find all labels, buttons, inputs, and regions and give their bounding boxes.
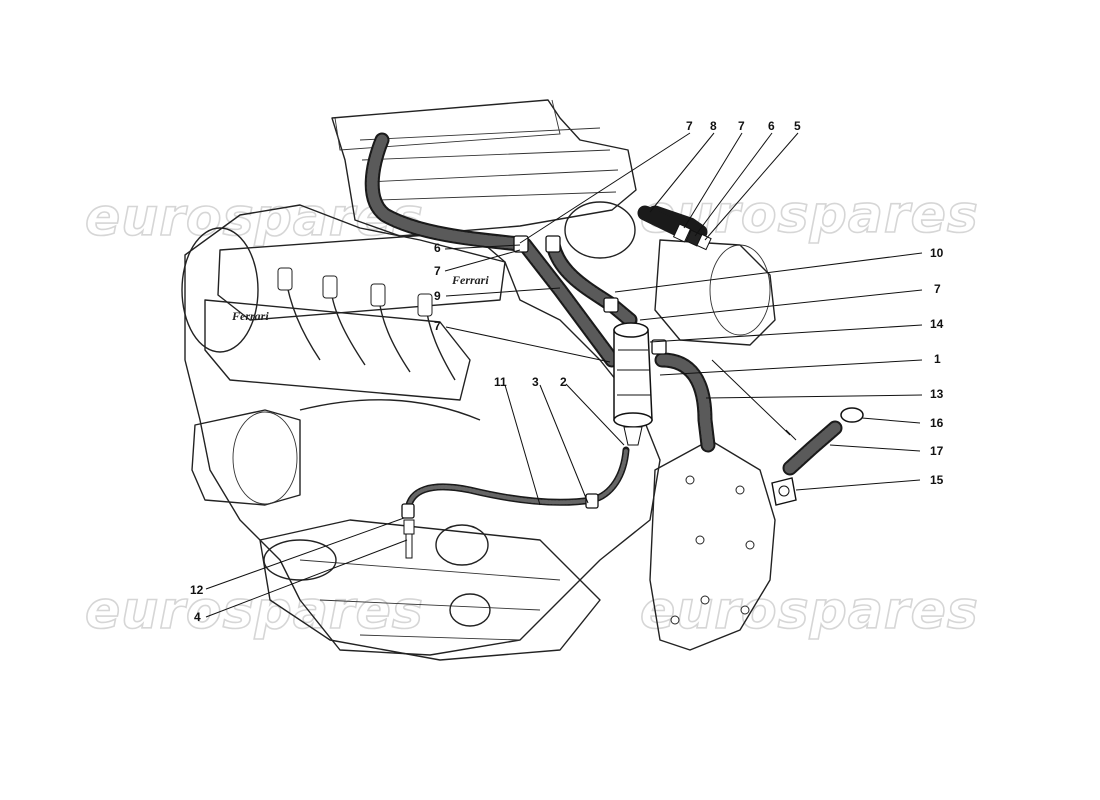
watermark-bottom-left: eurospares — [85, 581, 424, 641]
air-box-ribs — [359, 127, 619, 201]
callout-7-top: 7 — [686, 119, 693, 133]
callout-8: 8 — [710, 119, 717, 133]
exploded-parts — [771, 407, 864, 506]
gearbox-bolts — [670, 475, 755, 625]
callout-5: 5 — [794, 119, 801, 133]
spark-plug-caps — [277, 267, 433, 317]
callout-15: 15 — [930, 473, 944, 487]
callout-14: 14 — [930, 317, 944, 331]
callout-16: 16 — [930, 416, 944, 430]
engine-drawing: Ferrari Ferrari — [181, 99, 776, 661]
blowby-hoses — [364, 132, 864, 559]
gearbox — [649, 439, 776, 651]
callout-6-left: 6 — [434, 241, 441, 255]
air-box-lid — [334, 99, 561, 151]
callout-7-right: 7 — [934, 282, 941, 296]
engine-badge-front: Ferrari — [451, 273, 489, 287]
pulley — [181, 227, 259, 353]
callout-2: 2 — [560, 375, 567, 389]
callout-7-left-lower: 7 — [434, 319, 441, 333]
air-box — [331, 99, 637, 237]
callout-3: 3 — [532, 375, 539, 389]
clamp-16 — [840, 407, 864, 423]
mount-left — [263, 539, 337, 581]
oil-separator — [613, 322, 653, 446]
oil-cap — [449, 593, 491, 627]
callout-11: 11 — [494, 375, 507, 389]
callout-6-top: 6 — [768, 119, 775, 133]
callout-7-top-right: 7 — [738, 119, 745, 133]
air-intake — [564, 201, 636, 259]
oil-filter — [191, 409, 301, 506]
distributor — [435, 524, 489, 566]
callout-labels: 7 8 7 6 5 10 7 14 1 13 16 17 15 6 7 9 7 … — [190, 119, 944, 624]
bolt-12 — [403, 519, 415, 559]
engine-block — [184, 204, 661, 656]
callout-9: 9 — [434, 289, 441, 303]
callout-10: 10 — [930, 246, 944, 260]
callout-13: 13 — [930, 387, 944, 401]
air-filter-housing — [654, 239, 776, 346]
engine-badge-rear: Ferrari — [231, 309, 269, 323]
leader-lines — [205, 132, 923, 618]
callout-4: 4 — [194, 610, 201, 624]
watermark-bottom-right: eurospares — [640, 581, 979, 641]
cam-cover-lower — [204, 299, 471, 401]
callout-7-left-upper: 7 — [434, 264, 441, 278]
callout-12: 12 — [190, 583, 204, 597]
callout-17: 17 — [930, 444, 944, 458]
fitting-chain — [637, 205, 712, 251]
callout-1: 1 — [934, 352, 941, 366]
